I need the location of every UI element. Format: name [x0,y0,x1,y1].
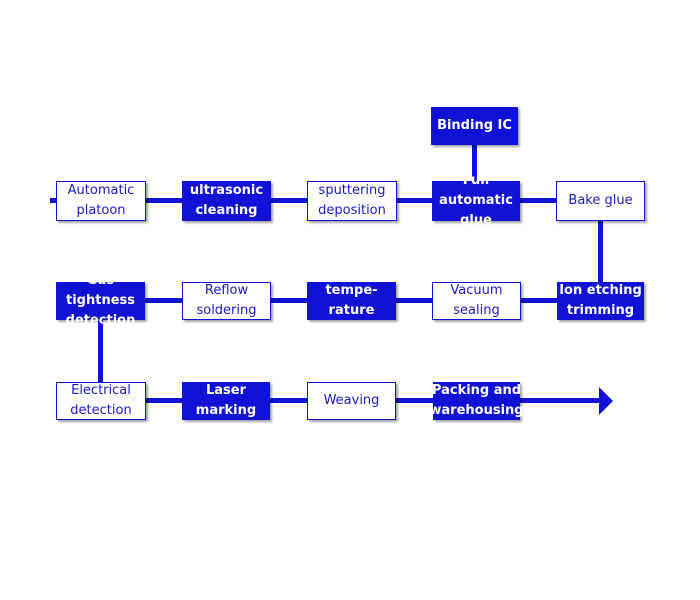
connector-line [146,398,182,403]
step-label: Bake glue [568,191,632,211]
step-label: Electrical detection [70,381,131,421]
step-label-line: glue [460,213,492,228]
step-label-line: Gas tightness [66,273,135,308]
step-label-line: Ion etching [559,283,642,298]
step-label-line: High tempe- [325,263,378,298]
step-label-line: Packing and [431,383,522,398]
step-reflow-soldering: Reflow soldering [182,282,271,320]
connector-line [145,298,182,303]
step-label-line: Electrical [71,383,131,398]
step-label-line: cleaning [195,203,258,218]
connector-line [598,221,603,282]
step-label: Binding IC [437,116,512,136]
step-ultrasonic-cleaning: ultrasonic cleaning [182,181,271,221]
connector-line [270,398,307,403]
step-label: Ion etching trimming [559,281,642,321]
step-automatic-platoon: Automatic platoon [56,181,146,221]
connector-line [397,198,432,203]
connector-line [146,198,182,203]
step-label-line: ultrasonic [189,183,264,198]
connector-line [271,298,307,303]
step-weaving: Weaving [307,382,396,420]
step-label-line: Automatic [67,183,135,198]
connector-line [271,198,307,203]
connector-line [472,145,477,182]
step-laser-marking: Laser marking [182,382,270,420]
step-label-line: platoon [76,203,126,218]
step-label: High tempe-rature aging [308,261,395,341]
step-label: Automatic platoon [68,181,135,221]
step-label: ultrasonic cleaning [190,181,263,221]
step-label-line: Laser [205,383,247,398]
step-label-line: sputtering [318,183,386,198]
step-label-line: Binding IC [437,118,512,133]
flow-end-arrow [599,387,613,415]
connector-line [98,320,103,382]
connector-line [521,298,557,303]
connector-line [396,298,432,303]
step-label: Vacuum sealing [450,281,502,321]
step-label: sputtering deposition [318,181,386,221]
step-bake-glue: Bake glue [556,181,645,221]
step-gas-tightness-detection: Gas tightness detection [56,273,145,328]
step-full-automatic-glue: Full automatic glue [432,173,520,228]
step-label-line: detection [65,313,136,328]
step-label: Weaving [324,391,380,411]
step-packing-and-warehousing: Packing and warehousing [429,382,524,420]
step-high-temperature-aging: High tempe-rature aging [307,263,396,338]
step-label: Packing and warehousing [429,381,523,421]
step-label-line: Reflow [204,283,249,298]
step-label-line: detection [70,403,132,418]
step-label-line: warehousing [429,403,524,418]
step-label-line: Full automatic [439,173,513,208]
step-label-line: sealing [453,303,500,318]
step-label: Full automatic glue [433,171,519,231]
step-binding-ic: Binding IC [431,107,518,145]
step-electrical-detection: Electrical detection [56,382,146,420]
step-vacuum-sealing: Vacuum sealing [432,282,521,320]
connector-line [396,398,433,403]
step-label-line: marking [195,403,257,418]
step-label-line: soldering [196,303,257,318]
step-label: Laser marking [196,381,256,421]
step-label-line: deposition [318,203,386,218]
step-label-line: rature aging [328,303,375,338]
step-sputtering-deposition: sputtering deposition [307,181,397,221]
step-label-line: trimming [566,303,635,318]
step-label-line: Bake glue [568,193,633,208]
flow-exit-line [520,398,600,403]
step-label: Gas tightness detection [57,271,144,331]
step-ion-etching-trimming: Ion etching trimming [557,282,644,320]
connector-line [520,198,556,203]
flow-entry-line [50,198,60,203]
step-label-line: Vacuum [450,283,503,298]
step-label-line: Weaving [323,393,380,408]
step-label: Reflow soldering [196,281,256,321]
